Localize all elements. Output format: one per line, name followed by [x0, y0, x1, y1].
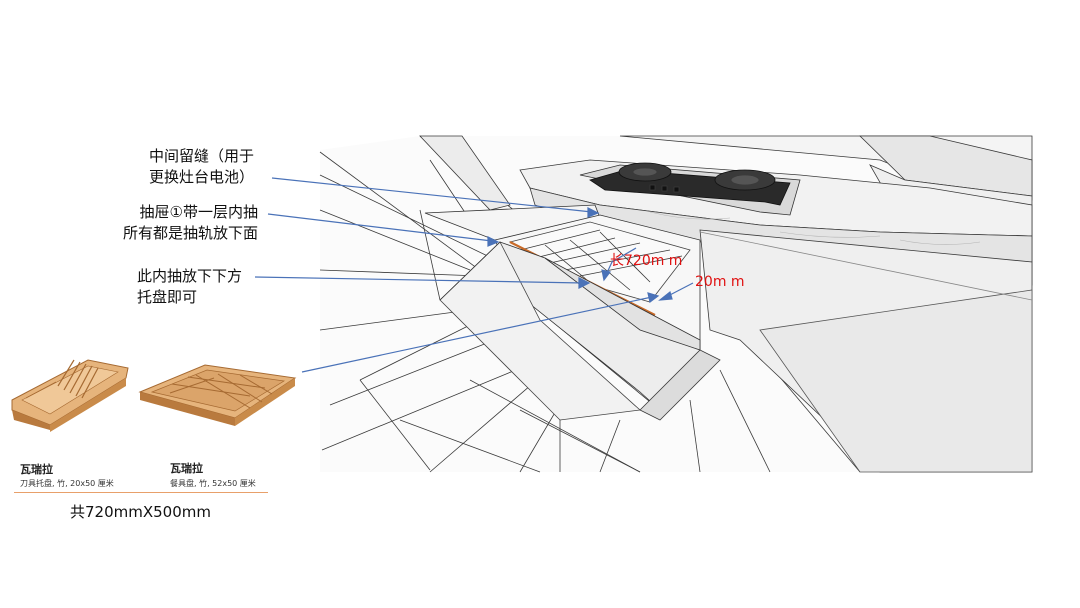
tray-callout-line2: 托盘即可	[137, 288, 198, 306]
product-name-cutlery-tray: 瓦瑞拉	[170, 462, 203, 475]
tray-callout: 此内抽放下下方 托盘即可	[137, 266, 242, 308]
gap-callout: 中间留缝（用于 更换灶台电池）	[130, 146, 254, 188]
tray-arrow	[254, 276, 591, 289]
product-desc-knife-tray: 刀具托盘, 竹, 20x50 厘米	[20, 479, 114, 488]
caption-divider	[14, 492, 268, 493]
total-size-label: 共720mmX500mm	[70, 503, 211, 521]
gap-callout-line1: 中间留缝（用于	[148, 147, 254, 165]
dimension-height-arrow	[658, 282, 694, 301]
kitchen-sketch	[319, 135, 1033, 473]
tray-callout-line1: 此内抽放下下方	[137, 267, 243, 285]
drawer-callout-line1: 抽屉①带一层内抽	[139, 203, 258, 221]
height-dimension-label: 20m m	[695, 274, 745, 290]
product-name-knife-tray: 瓦瑞拉	[20, 463, 53, 476]
drawer-callout: 抽屉①带一层内抽 所有都是抽轨放下面	[96, 202, 258, 244]
cutlery-tray-image	[138, 364, 297, 426]
gap-callout-line2: 更换灶台电池）	[148, 168, 254, 186]
drawer-callout-line2: 所有都是抽轨放下面	[122, 224, 258, 242]
dimension-length-arrow	[601, 247, 637, 282]
drawer-arrow	[267, 213, 500, 247]
knife-tray-image	[11, 359, 129, 432]
gap-arrow	[271, 177, 600, 218]
tray-bottom-arrow	[301, 292, 660, 373]
callout-arrows	[254, 177, 694, 373]
product-desc-cutlery-tray: 餐具盘, 竹, 52x50 厘米	[170, 479, 256, 488]
length-dimension-label: 长720m m	[610, 253, 683, 269]
